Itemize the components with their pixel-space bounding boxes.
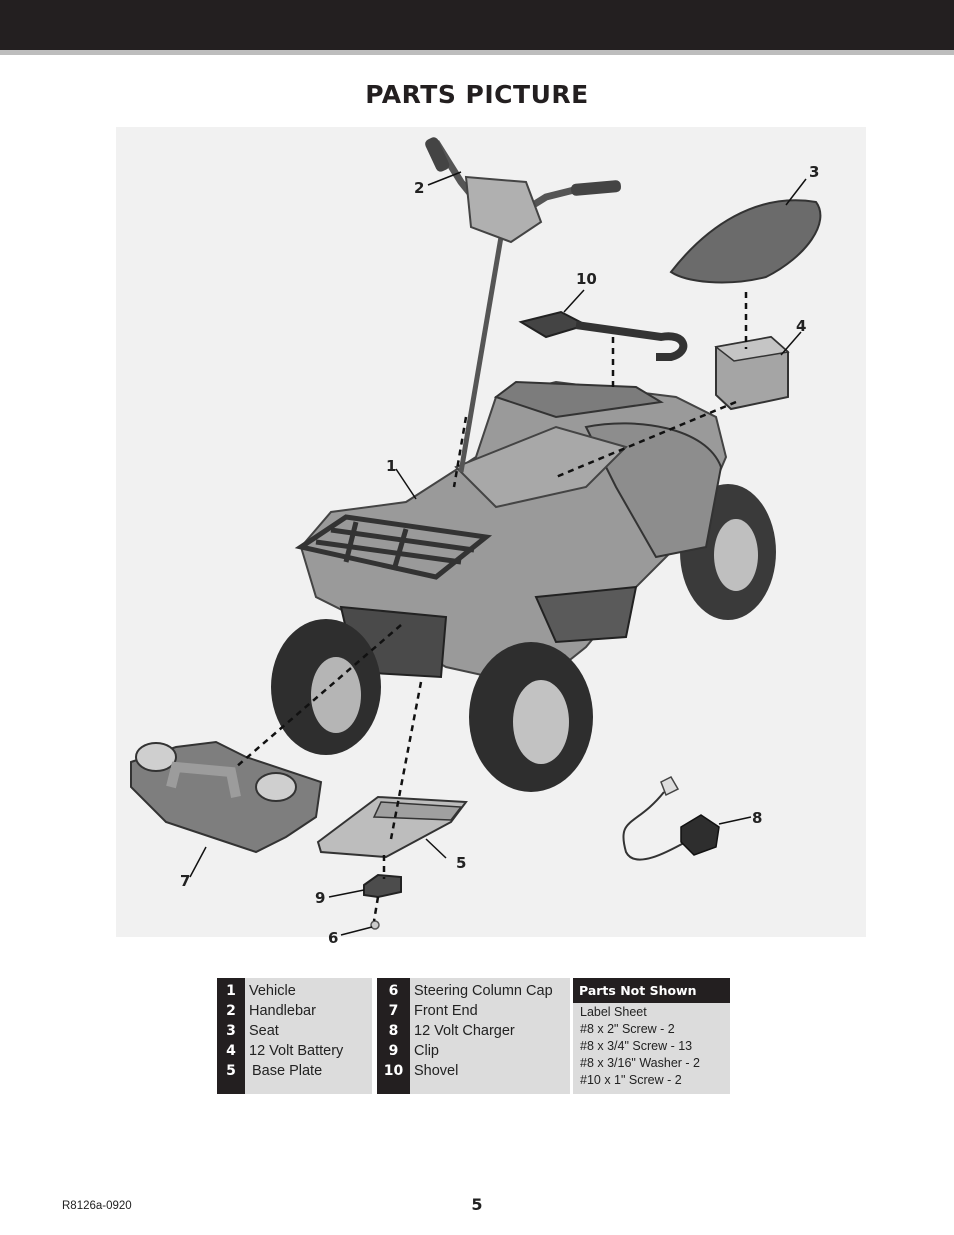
callout-1: 1 (386, 457, 396, 475)
shovel-drawing (518, 310, 688, 361)
charger-drawing (622, 776, 720, 861)
leader-lines (189, 171, 807, 936)
callout-3: 3 (809, 163, 819, 181)
list-item: #10 x 1" Screw - 2 (580, 1073, 682, 1087)
callout-4: 4 (796, 317, 806, 335)
seat-drawing (669, 199, 822, 284)
assembly-lines (235, 292, 748, 922)
page-number: 5 (471, 1195, 483, 1214)
header-stripe (0, 50, 954, 55)
callout-8: 8 (752, 809, 762, 827)
parts-illustration: 2 3 10 4 1 5 8 7 9 6 (116, 127, 866, 947)
battery-drawing (714, 335, 790, 411)
callout-9: 9 (315, 889, 325, 907)
document-code: R8126a-0920 (62, 1200, 132, 1212)
parts-not-shown-header: Parts Not Shown (573, 978, 730, 1003)
steering-cap-drawing (370, 920, 380, 930)
atv-exploded-view: 2 3 10 4 1 5 8 7 9 6 (130, 137, 822, 947)
callout-7: 7 (180, 872, 190, 890)
callout-5: 5 (456, 854, 466, 872)
clip-drawing (363, 873, 402, 899)
callout-10: 10 (576, 270, 597, 288)
list-item: #8 x 2" Screw - 2 (580, 1022, 675, 1036)
list-item: #8 x 3/16" Washer - 2 (580, 1056, 701, 1070)
front-end-drawing (130, 740, 323, 854)
parts-not-shown-box: Parts Not Shown Label Sheet #8 x 2" Scre… (573, 978, 730, 1094)
list-item: Label Sheet (580, 1005, 647, 1019)
header-bar (0, 0, 954, 50)
list-item: #8 x 3/4" Screw - 13 (580, 1039, 693, 1053)
base-plate-drawing (316, 795, 468, 859)
callout-2: 2 (414, 179, 424, 197)
page-title: PARTS PICTURE (365, 80, 589, 109)
vehicle-drawing (271, 236, 776, 792)
handlebar-drawing (425, 137, 622, 244)
callout-6: 6 (328, 929, 338, 947)
